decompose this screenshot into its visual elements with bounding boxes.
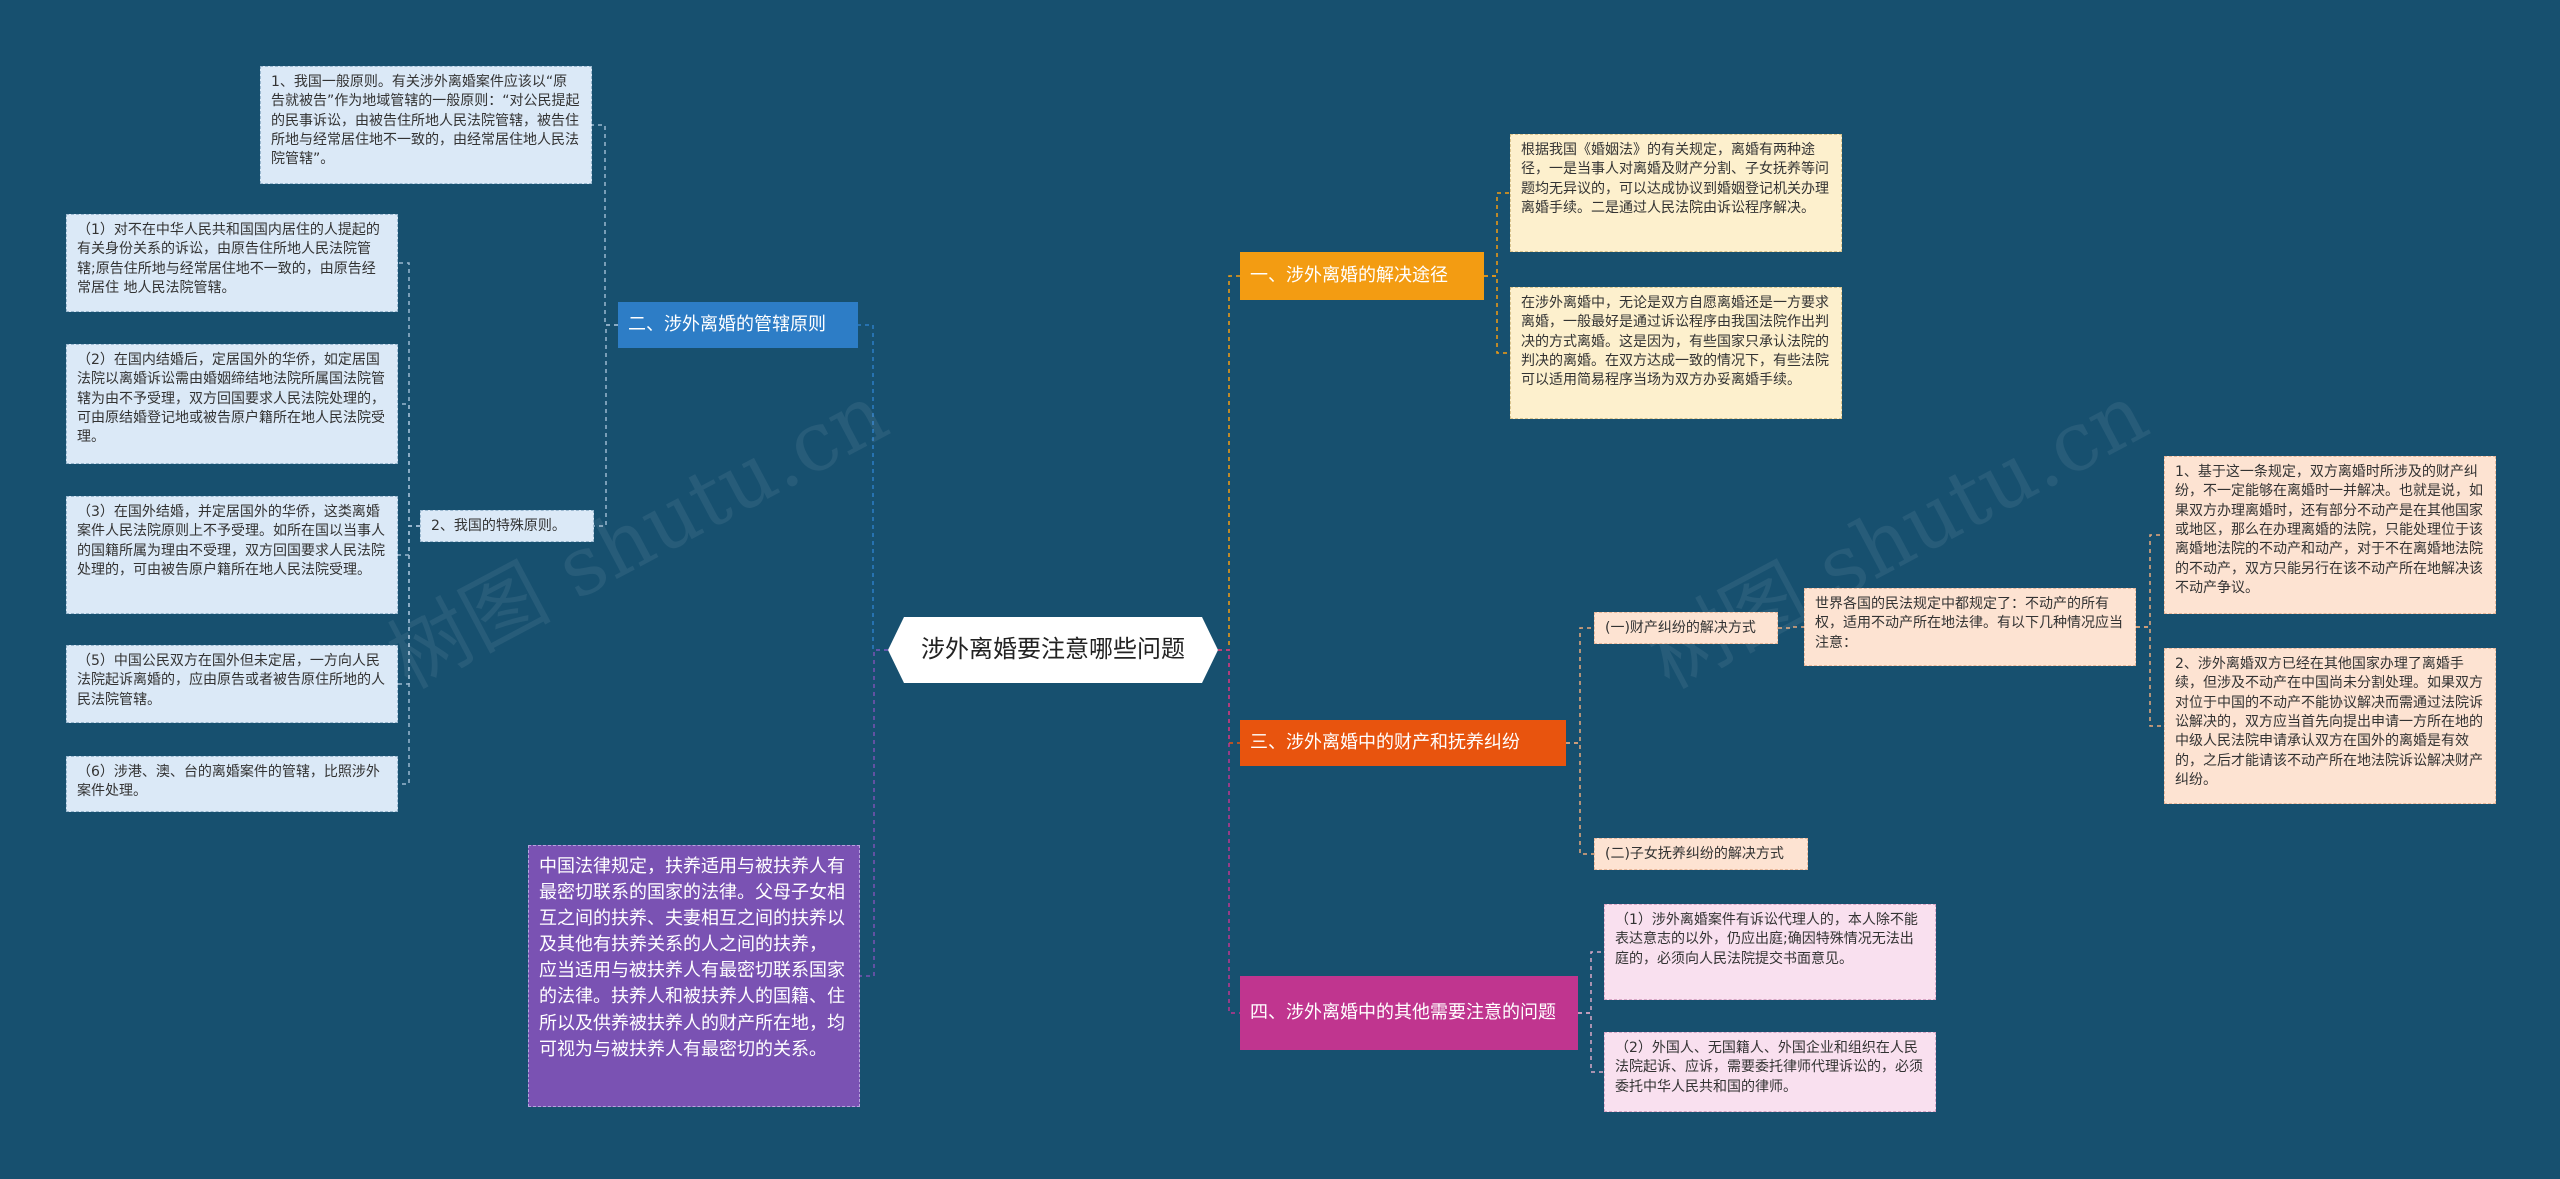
branch-resolution-methods[interactable]: 一、涉外离婚的解决途径 — [1240, 252, 1484, 300]
b2-special-principle[interactable]: 2、我国的特殊原则。 — [420, 510, 594, 542]
b2-special-item-3[interactable]: （3）在国外结婚，并定居国外的华侨，这类离婚案件人民法院原则上不予受理。如所在国… — [66, 496, 398, 614]
link-b1-leaf2 — [1484, 275, 1510, 354]
b2-special-item-6[interactable]: （6）涉港、澳、台的离婚案件的管辖，比照涉外案件处理。 — [66, 756, 398, 812]
link-b3-property-item-1 — [2136, 534, 2164, 628]
b3-property-detail[interactable]: 世界各国的民法规定中都规定了：不动产的所有权，适用不动产所在地法律。有以下几种情… — [1804, 588, 2136, 666]
branch-jurisdiction[interactable]: 二、涉外离婚的管辖原则 — [618, 302, 858, 348]
link-b3-custody — [1566, 742, 1594, 855]
b3-property-disputes[interactable]: (一)财产纠纷的解决方式 — [1594, 612, 1778, 644]
link-b2-special-item-4 — [398, 525, 420, 785]
link-b4-leaf2 — [1578, 1012, 1604, 1073]
link-b3-property — [1566, 627, 1594, 744]
b3-custody-detail[interactable]: 中国法律规定，扶养适用与被扶养人有最密切联系的国家的法律。父母子女相互之间的扶养… — [528, 845, 860, 1107]
branch-other-issues[interactable]: 四、涉外离婚中的其他需要注意的问题 — [1240, 976, 1578, 1050]
b2-special-item-2[interactable]: （2）在国内结婚后，定居国外的华侨，如定居国法院以离婚诉讼需由婚姻缔结地法院所属… — [66, 344, 398, 464]
link-root-b1 — [1218, 275, 1240, 651]
link-b1-leaf1 — [1484, 192, 1510, 277]
b4-leaf-2[interactable]: （2）外国人、无国籍人、外国企业和组织在人民法院起诉、应诉，需要委托律师代理诉讼… — [1604, 1032, 1936, 1112]
link-b2-general — [592, 124, 618, 326]
link-root-b2 — [858, 324, 888, 651]
b3-property-item-1[interactable]: 1、基于这一条规定，双方离婚时所涉及的财产纠纷，不一定能够在离婚时一并解决。也就… — [2164, 456, 2496, 614]
b3-custody-disputes[interactable]: (二)子女抚养纠纷的解决方式 — [1594, 838, 1808, 870]
root-topic[interactable]: 涉外离婚要注意哪些问题 — [888, 617, 1218, 683]
b1-leaf-2[interactable]: 在涉外离婚中，无论是双方自愿离婚还是一方要求离婚，一般最好是通过诉讼程序由我国法… — [1510, 287, 1842, 419]
link-b3-property-item-2 — [2136, 626, 2164, 727]
link-b2-special — [594, 324, 618, 527]
link-b3-property-detail — [1778, 626, 1804, 629]
b2-general-principle[interactable]: 1、我国一般原则。有关涉外离婚案件应该以“原告就被告”作为地域管辖的一般原则：“… — [260, 66, 592, 184]
link-root-custody-detail — [860, 649, 888, 977]
link-root-b4 — [1218, 649, 1240, 1014]
b1-leaf-1[interactable]: 根据我国《婚姻法》的有关规定，离婚有两种途径，一是当事人对离婚及财产分割、子女抚… — [1510, 134, 1842, 252]
branch-property-custody[interactable]: 三、涉外离婚中的财产和抚养纠纷 — [1240, 720, 1566, 766]
b3-property-item-2[interactable]: 2、涉外离婚双方已经在其他国家办理了离婚手续，但涉及不动产在中国尚未分割处理。如… — [2164, 648, 2496, 804]
b2-special-item-5[interactable]: （5）中国公民双方在国外但未定居，一方向人民法院起诉离婚的，应由原告或者被告原住… — [66, 645, 398, 723]
b4-leaf-1[interactable]: （1）涉外离婚案件有诉讼代理人的，本人除不能表达意志的以外，仍应出庭;确因特殊情… — [1604, 904, 1936, 1000]
link-b4-leaf1 — [1578, 951, 1604, 1014]
b2-special-item-1[interactable]: （1）对不在中华人民共和国国内居住的人提起的有关身份关系的诉讼，由原告住所地人民… — [66, 214, 398, 312]
link-b2-special-item-1 — [398, 403, 420, 527]
